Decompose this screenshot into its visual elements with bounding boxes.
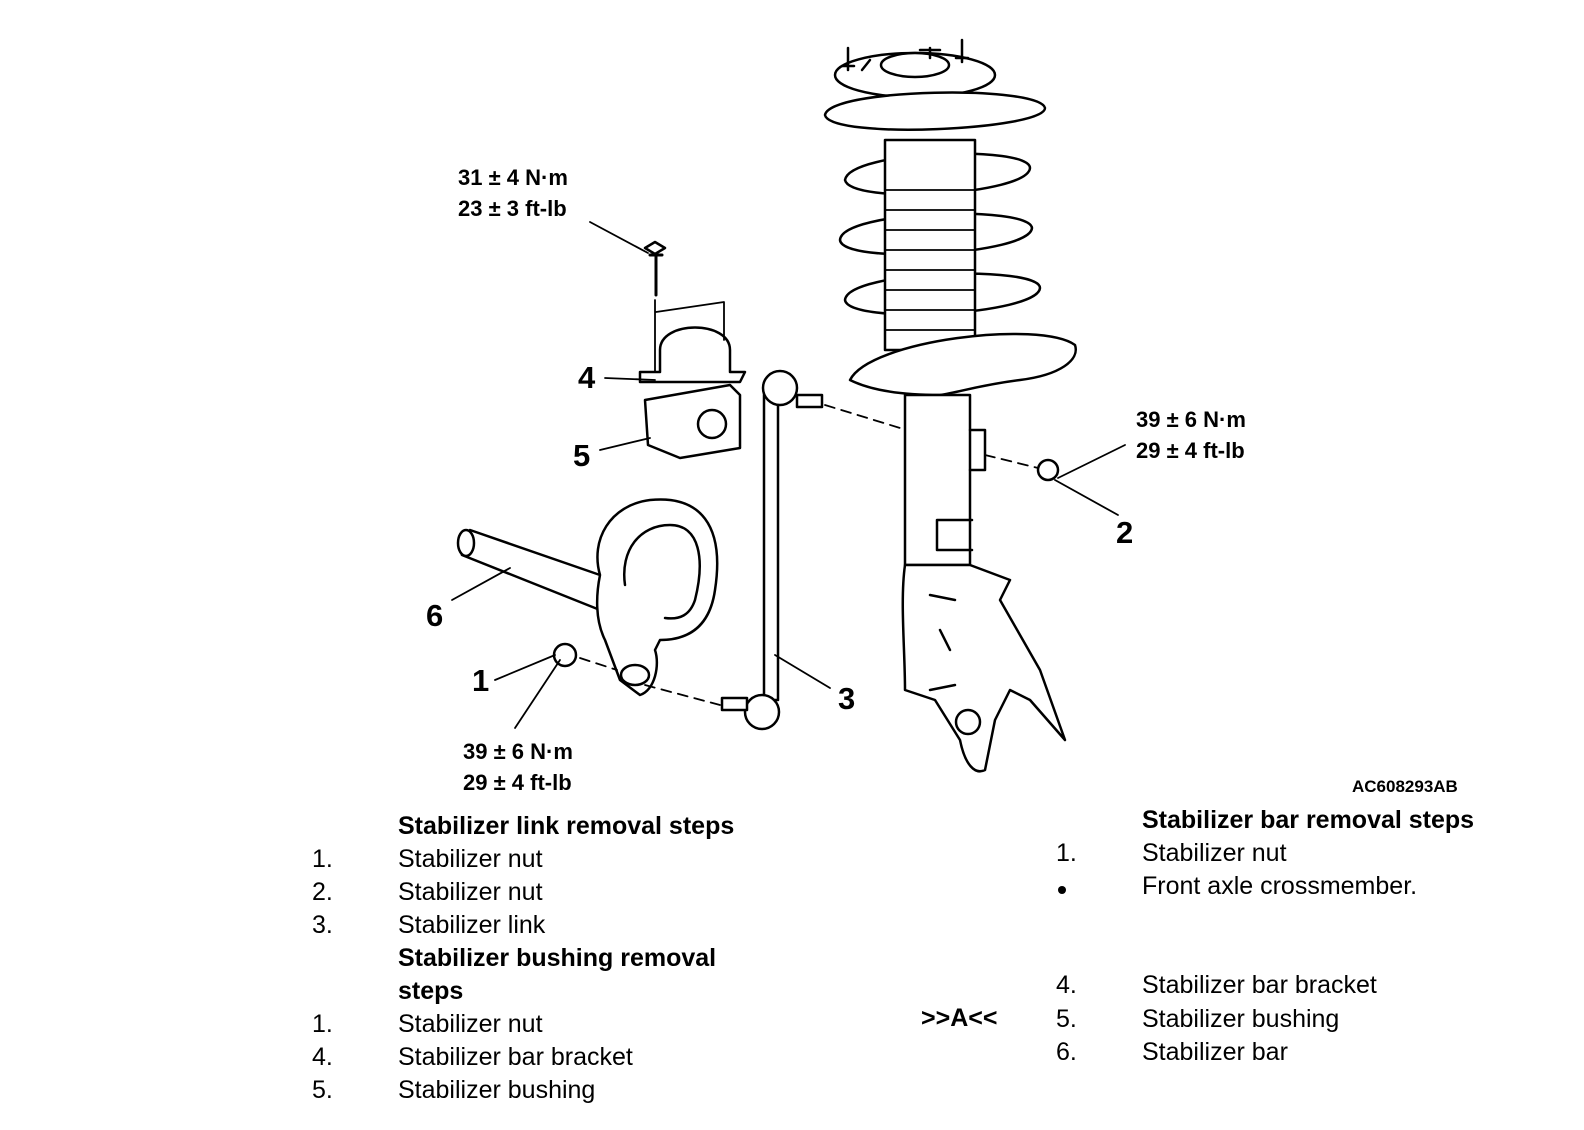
- step-label: Stabilizer bar: [1142, 1038, 1288, 1066]
- step-label: Stabilizer nut: [1142, 839, 1287, 867]
- torque-label-upper-nut: 39 ± 6 N·m 29 ± 4 ft-lb: [1136, 404, 1246, 466]
- step-label: Stabilizer nut: [398, 1010, 543, 1038]
- torque-label-lower-nut: 39 ± 6 N·m 29 ± 4 ft-lb: [463, 736, 573, 798]
- step-number: 2.: [312, 878, 333, 906]
- bushing-steps-heading: Stabilizer bushing removal: [398, 944, 717, 972]
- service-point-mark: >>A<<: [921, 1004, 998, 1032]
- bracket-guide-lines: [654, 299, 725, 373]
- callout-2: 2: [1116, 515, 1134, 550]
- link-steps-heading: Stabilizer link removal steps: [398, 812, 735, 840]
- step-label: Front axle crossmember.: [1142, 872, 1418, 900]
- step-label: Stabilizer nut: [398, 878, 543, 906]
- strut-assembly: [823, 38, 1077, 773]
- step-number: 1.: [312, 1010, 333, 1038]
- callout-6: 6: [426, 598, 444, 633]
- callout-5: 5: [573, 438, 591, 473]
- step-label: Stabilizer link: [398, 911, 546, 939]
- bullet-icon: [1058, 886, 1066, 894]
- step-label: Stabilizer bar bracket: [1142, 971, 1377, 999]
- torque-nm: 39 ± 6 N·m: [463, 739, 573, 764]
- torque-ftlb: 29 ± 4 ft-lb: [1136, 438, 1245, 463]
- torque-nm: 39 ± 6 N·m: [1136, 407, 1246, 432]
- figure-id: AC608293AB: [1352, 777, 1458, 796]
- torque-nm: 31 ± 4 N·m: [458, 165, 568, 190]
- step-number: 4.: [312, 1043, 333, 1071]
- callout-4: 4: [578, 360, 596, 395]
- leader-lines: [451, 221, 1126, 729]
- bracket-and-bushing: [638, 240, 747, 460]
- step-label: Stabilizer bushing: [398, 1076, 596, 1104]
- torque-label-bracket-bolt: 31 ± 4 N·m 23 ± 3 ft-lb: [458, 162, 568, 224]
- callout-1: 1: [472, 663, 490, 698]
- stabilizer-link: [720, 369, 824, 731]
- step-label: Stabilizer nut: [398, 845, 543, 873]
- step-number: 1.: [312, 845, 333, 873]
- bushing-steps-heading-cont: steps: [398, 977, 464, 1005]
- step-label: Stabilizer bushing: [1142, 1005, 1340, 1033]
- step-number: 1.: [1056, 839, 1077, 867]
- alignment-lines: [579, 404, 1039, 706]
- stabilizer-bar: [456, 498, 719, 697]
- step-label: Stabilizer bar bracket: [398, 1043, 633, 1071]
- step-number: 4.: [1056, 971, 1077, 999]
- callout-3: 3: [838, 681, 856, 716]
- step-number: 3.: [312, 911, 333, 939]
- torque-ftlb: 29 ± 4 ft-lb: [463, 770, 572, 795]
- step-number: 5.: [1056, 1005, 1077, 1033]
- exploded-view-diagram: [451, 38, 1126, 773]
- step-number: 5.: [312, 1076, 333, 1104]
- step-number: 6.: [1056, 1038, 1077, 1066]
- bar-steps-heading: Stabilizer bar removal steps: [1142, 806, 1475, 834]
- torque-ftlb: 23 ± 3 ft-lb: [458, 196, 567, 221]
